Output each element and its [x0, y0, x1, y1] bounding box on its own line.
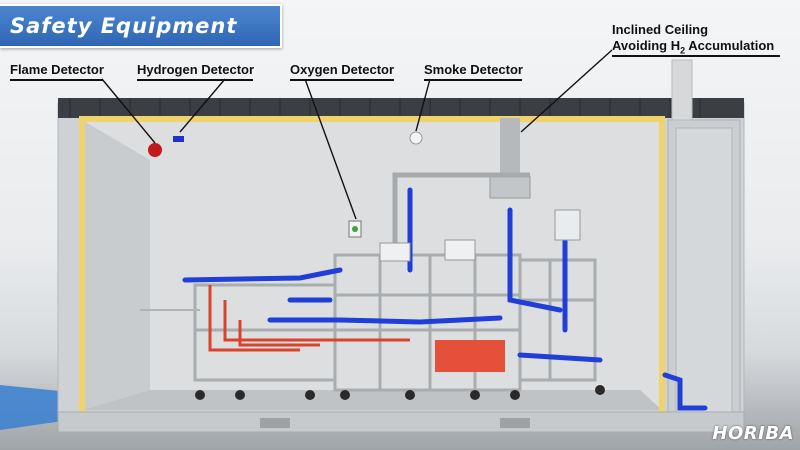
inclined-ceiling-label: Inclined Ceiling Avoiding H2 Accumulatio…	[612, 22, 774, 59]
inclined-ceiling-line2-suffix: Accumulation	[685, 38, 775, 53]
exhaust-stack	[671, 59, 693, 121]
flame-detector-underline	[10, 79, 103, 81]
container-base	[57, 411, 745, 433]
heater-box	[435, 340, 505, 372]
smoke-detector-label: Smoke Detector	[424, 62, 523, 77]
floor-marking	[0, 385, 70, 430]
oxygen-detector-underline	[290, 79, 394, 81]
flame-detector	[148, 143, 162, 157]
ceiling-trim	[79, 116, 665, 412]
inclined-ceiling-line2: Avoiding H2 Accumulation	[612, 38, 774, 59]
smoke-detector-leader	[415, 78, 431, 132]
hydrogen-detector-underline	[137, 79, 253, 81]
inclined-ceiling-line2-prefix: Avoiding H	[612, 38, 681, 53]
hydrogen-detector-leader	[179, 78, 226, 133]
left-side-wall	[82, 120, 150, 410]
smoke-detector	[409, 131, 423, 145]
hydrogen-detector	[173, 136, 184, 142]
container-roof	[58, 98, 744, 118]
flame-detector-label: Flame Detector	[10, 62, 104, 77]
oxygen-detector-leader	[304, 78, 357, 220]
brand-logo: HORIBA	[712, 423, 794, 444]
h2-subscript: 2	[680, 45, 686, 56]
flame-detector-leader	[101, 78, 156, 144]
title-banner: Safety Equipment	[0, 4, 282, 48]
inclined-ceiling-line1: Inclined Ceiling	[612, 22, 709, 37]
smoke-detector-underline	[424, 79, 522, 81]
page-title: Safety Equipment	[10, 14, 238, 38]
inclined-ceiling-underline	[612, 55, 780, 57]
oxygen-detector-label: Oxygen Detector	[290, 62, 395, 77]
inclined-ceiling-leader	[520, 49, 613, 133]
vent-duct	[500, 118, 520, 176]
hydrogen-detector-label: Hydrogen Detector	[137, 62, 255, 77]
